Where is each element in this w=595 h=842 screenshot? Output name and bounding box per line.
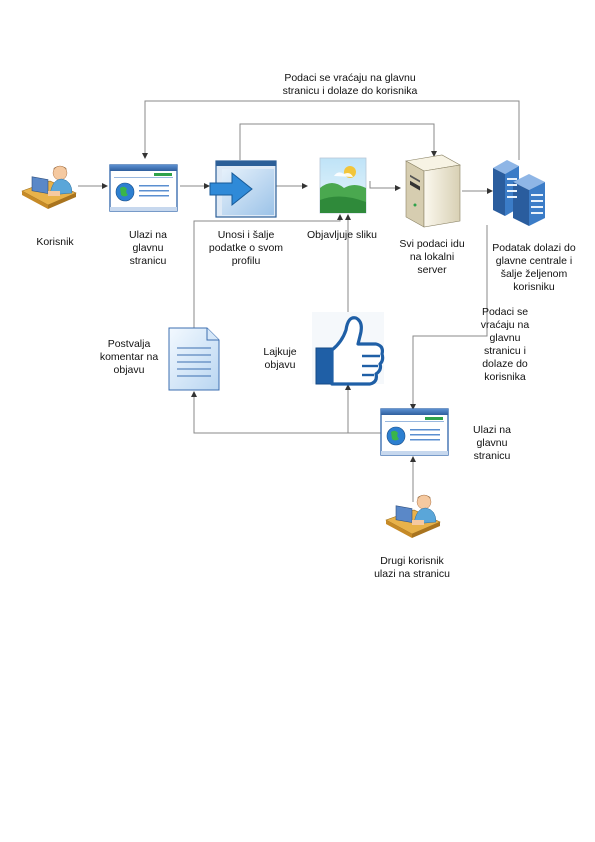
document-icon: [168, 327, 220, 391]
connector-enter-data-to-server: [239, 123, 437, 160]
label-user: Korisnik: [36, 236, 74, 248]
connector-main-page-2-to-comment: [191, 391, 383, 434]
connectors: [78, 100, 520, 502]
label-publish-image: Objavljuje sliku: [306, 229, 378, 241]
connector-image-to-server: [369, 181, 401, 191]
landscape-image-icon: [319, 157, 367, 214]
browser-window-icon: [380, 408, 449, 456]
connector-central-to-main-page-2: [410, 225, 488, 410]
connector-comment-to-image: [193, 214, 343, 328]
user-at-computer-icon: [21, 165, 77, 209]
server-tower-icon: [405, 154, 461, 228]
browser-window-icon: [109, 164, 178, 212]
submit-arrow-icon: [209, 160, 277, 218]
connector-central-to-main-page: [142, 100, 520, 160]
user-at-computer-icon: [385, 494, 441, 538]
server-rack-icon: [493, 160, 545, 226]
thumbs-up-icon: [312, 312, 385, 386]
